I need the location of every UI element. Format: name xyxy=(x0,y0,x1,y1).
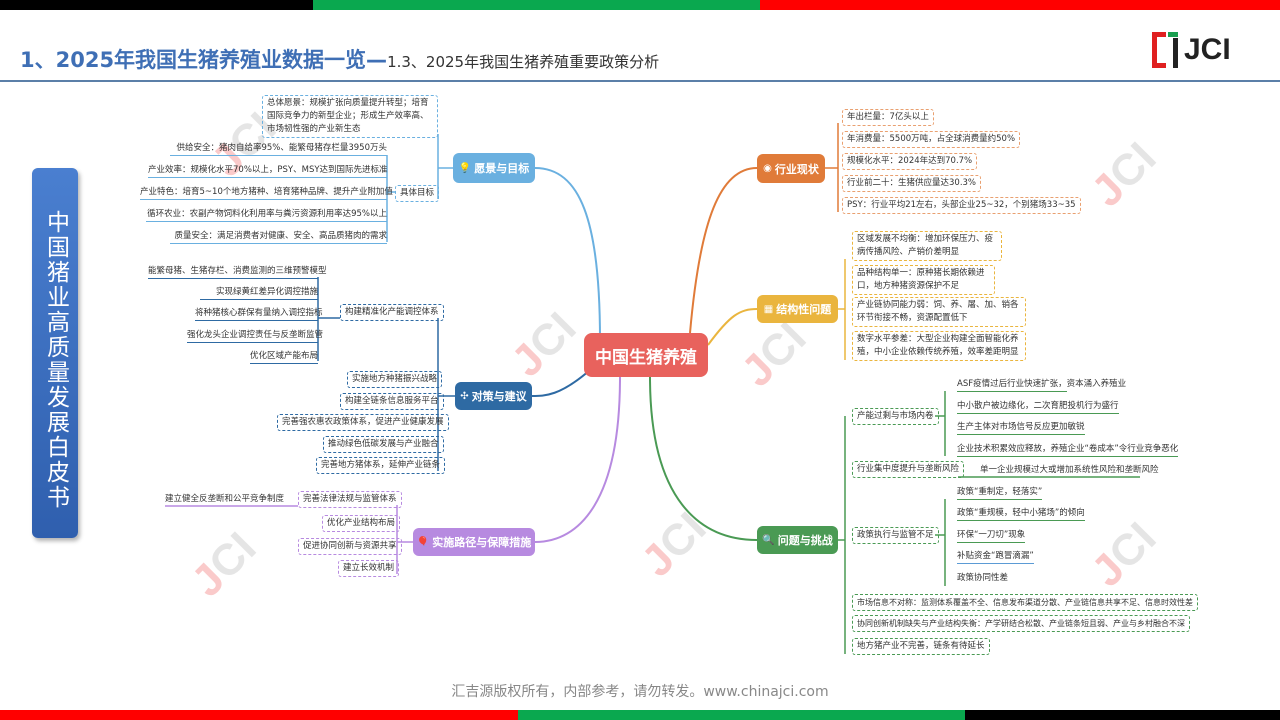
branch-label: 结构性问题 xyxy=(776,303,832,316)
status-item[interactable]: 年出栏量：7亿头以上 xyxy=(842,109,934,126)
branch-structural[interactable]: ▦结构性问题 xyxy=(757,295,838,323)
branch-vision[interactable]: 💡愿景与目标 xyxy=(453,153,535,183)
bottom-bar-black xyxy=(965,710,1280,720)
status-item[interactable]: 行业前二十：生猪供应量达30.3% xyxy=(842,175,982,192)
overcapacity-label[interactable]: 产能过剩与市场内卷 xyxy=(852,408,939,425)
policy-item[interactable]: 环保“一刀切”现象 xyxy=(957,528,1026,543)
overcapacity-item[interactable]: 生产主体对市场信号反应更加敏锐 xyxy=(957,420,1085,435)
capacity-label[interactable]: 构建精准化产能调控体系 xyxy=(340,304,444,321)
page-title: 1、2025年我国生猪养殖业数据一览—1.3、2025年我国生猪养殖重要政策分析 xyxy=(20,44,659,74)
side-title: 中国猪业高质量发展白皮书 xyxy=(32,168,78,538)
target-icon: ◉ xyxy=(763,163,772,174)
structural-item[interactable]: 数字水平参差：大型企业构建全面智能化养殖，中小企业依赖传统养殖，效率差距明显 xyxy=(852,331,1026,361)
overcapacity-item[interactable]: 企业技术积累效应释放，养殖企业“卷成本”令行业竞争恶化 xyxy=(957,442,1179,457)
concentration-item[interactable]: 单一企业规模过大或增加系统性风险和垄断风险 xyxy=(980,465,1159,475)
magnifier-icon: 🔍 xyxy=(762,534,775,546)
branch-label: 问题与挑战 xyxy=(777,534,833,547)
jci-logo: JCI xyxy=(1152,30,1231,70)
bottom-bar-red xyxy=(0,710,518,720)
branch-label: 行业现状 xyxy=(774,162,819,176)
goal-item[interactable]: 供给安全：猪肉自给率95%、能繁母猪存栏量3950万头 xyxy=(170,141,387,156)
overcapacity-item[interactable]: 中小散户被边缘化，二次育肥投机行为盛行 xyxy=(957,399,1119,414)
countermeasure-item[interactable]: 构建全链条信息服务平台 xyxy=(340,393,444,410)
challenge-item[interactable]: 协同创新机制缺失与产业结构失衡：产学研结合松散、产业链条短且弱、产业与乡村融合不… xyxy=(852,615,1190,632)
lightbulb-icon: 💡 xyxy=(458,162,472,174)
structural-item[interactable]: 品种结构单一：原种猪长期依赖进口，地方种猪资源保护不足 xyxy=(852,265,995,295)
law-label[interactable]: 完善法律法规与监管体系 xyxy=(298,491,402,508)
countermeasure-item[interactable]: 推动绿色低碳发展与产业融合 xyxy=(323,436,444,453)
vision-goals-label[interactable]: 具体目标 xyxy=(395,185,440,202)
policy-item[interactable]: 补贴资金“跑冒滴漏” xyxy=(957,549,1034,564)
implementation-item[interactable]: 建立长效机制 xyxy=(338,560,400,577)
goal-item[interactable]: 质量安全：满足消费者对健康、安全、高品质猪肉的需求 xyxy=(170,229,387,244)
top-bar-green xyxy=(313,0,760,10)
branch-countermeasures[interactable]: ✣对策与建议 xyxy=(455,382,532,410)
policy-item[interactable]: 政策“重规模，轻中小猪场”的倾向 xyxy=(957,506,1085,521)
status-item[interactable]: 年消费量：5500万吨，占全球消费量约50% xyxy=(842,131,1021,148)
branch-label: 实施路径与保障措施 xyxy=(432,536,532,549)
vision-overall[interactable]: 总体愿景：规模扩张向质量提升转型；培育国际竞争力的新型企业；形成生产效率高、市场… xyxy=(262,95,438,138)
policy-item[interactable]: 政策协同性差 xyxy=(957,573,1009,583)
branch-status[interactable]: ◉行业现状 xyxy=(757,154,825,183)
branch-implementation[interactable]: 🎈实施路径与保障措施 xyxy=(413,528,535,556)
implementation-item[interactable]: 优化产业结构布局 xyxy=(322,515,401,532)
law-item[interactable]: 建立健全反垄断和公平竞争制度 xyxy=(165,494,285,504)
challenge-item[interactable]: 地方猪产业不完善，链条有待延长 xyxy=(852,638,990,655)
capacity-item[interactable]: 强化龙头企业调控责任与反垄断监管 xyxy=(187,328,323,343)
top-bar-black xyxy=(0,0,313,10)
countermeasure-item[interactable]: 完善地方猪体系，延伸产业链条 xyxy=(316,457,446,474)
central-topic[interactable]: 中国生猪养殖 xyxy=(584,333,708,377)
status-item[interactable]: 规模化水平：2024年达到70.7% xyxy=(842,153,978,170)
policy-label[interactable]: 政策执行与监管不足 xyxy=(852,527,939,544)
branch-label: 愿景与目标 xyxy=(474,162,530,175)
overcapacity-item[interactable]: ASF疫情过后行业快速扩张，资本涌入养殖业 xyxy=(957,377,1126,392)
top-bar-red xyxy=(760,0,1280,10)
balloon-icon: 🎈 xyxy=(416,536,430,548)
bottom-bar-green xyxy=(518,710,965,720)
grid-icon: ▦ xyxy=(763,303,774,315)
countermeasure-item[interactable]: 实施地方种猪振兴战略 xyxy=(347,371,443,388)
capacity-item[interactable]: 优化区域产能布局 xyxy=(250,349,318,364)
status-item[interactable]: PSY：行业平均21左右，头部企业25~32，个别猪场33~35 xyxy=(842,197,1081,214)
goal-item[interactable]: 循环农业：农副产物饲料化利用率与粪污资源利用率达95%以上 xyxy=(146,207,387,222)
implementation-item[interactable]: 促进协同创新与资源共享 xyxy=(298,538,402,555)
tools-icon: ✣ xyxy=(460,390,469,402)
capacity-item[interactable]: 将种猪核心群保有量纳入调控指标 xyxy=(195,306,323,321)
logo-mark-icon xyxy=(1152,30,1180,70)
goal-item[interactable]: 产业效率：规模化水平70%以上，PSY、MSY达到国际先进标准 xyxy=(148,163,388,178)
branch-challenges[interactable]: 🔍问题与挑战 xyxy=(757,526,838,554)
challenge-item[interactable]: 市场信息不对称：监测体系覆盖不全、信息发布渠道分散、产业链信息共享不足、信息时效… xyxy=(852,594,1198,611)
concentration-label[interactable]: 行业集中度提升与垄断风险 xyxy=(852,461,965,478)
capacity-item[interactable]: 实现绿黄红差异化调控措施 xyxy=(200,285,318,300)
structural-item[interactable]: 区域发展不均衡：增加环保压力、疫病传播风险、产销价差明显 xyxy=(852,231,1002,261)
countermeasure-item[interactable]: 完善强农惠农政策体系，促进产业健康发展 xyxy=(277,414,449,431)
goal-item[interactable]: 产业特色：培育5~10个地方猪种、培育猪种品牌、提升产业附加值 xyxy=(140,185,393,200)
header-divider xyxy=(0,80,1280,82)
title-main: 1、2025年我国生猪养殖业数据一览— xyxy=(20,48,388,72)
structural-item[interactable]: 产业链协同能力弱：饲、养、屠、加、销各环节衔接不畅，资源配置低下 xyxy=(852,297,1026,327)
policy-item[interactable]: 政策“重制定，轻落实” xyxy=(957,485,1043,500)
footer-copyright: 汇吉源版权所有，内部参考，请勿转发。www.chinajci.com xyxy=(451,684,829,700)
title-sub: 1.3、2025年我国生猪养殖重要政策分析 xyxy=(387,53,660,71)
branch-label: 对策与建议 xyxy=(471,390,527,403)
logo-text: JCI xyxy=(1184,33,1231,66)
capacity-item[interactable]: 能繁母猪、生猪存栏、消费监测的三维预警模型 xyxy=(148,264,327,279)
